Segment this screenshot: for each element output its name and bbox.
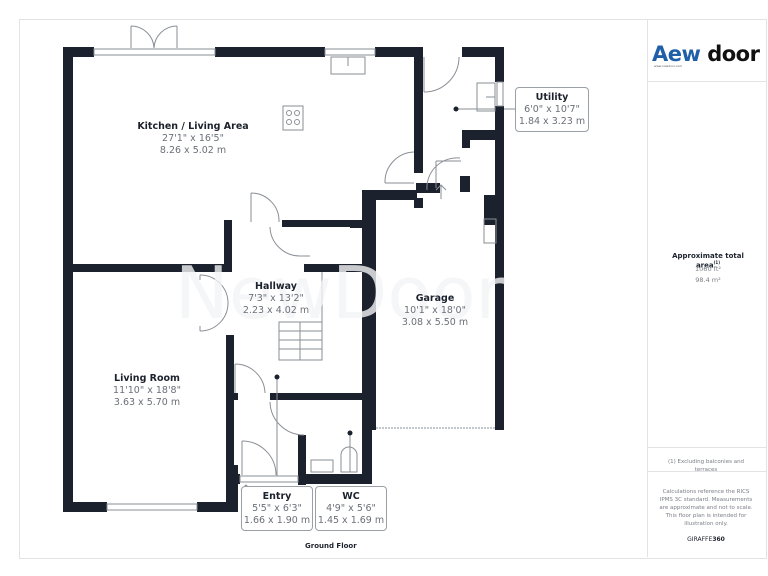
footnote: (1) Excluding balconies and terraces [667,459,745,473]
room-imperial: 27'1" x 16'5" [162,133,224,144]
room-imperial: 5'5" x 6'3" [252,503,302,514]
room-name: Hallway [255,281,297,292]
brand-a: GIRAFFE [687,536,713,543]
room-label-kitchen: Kitchen / Living Area 27'1" x 16'5" 8.26… [137,120,248,157]
room-label-wc: WC 4'9" x 5'6" 1.45 x 1.69 m [315,486,387,531]
footnote-mark: (1) [713,260,721,265]
room-name: Utility [535,92,569,103]
room-metric: 8.26 x 5.02 m [159,145,227,156]
brand-b: 360 [712,536,725,543]
disclaimer: Calculations reference the RICS IPMS 3C … [659,489,753,527]
room-name: WC [342,491,360,502]
floor-label: Ground Floor [305,542,357,550]
room-metric: 1.45 x 1.69 m [317,515,385,526]
room-metric: 1.66 x 1.90 m [243,515,311,526]
room-metric: 2.23 x 4.02 m [242,305,310,316]
giraffe360-brand: GIRAFFE360 [656,536,756,543]
room-imperial: 6'0" x 10'7" [524,104,580,115]
room-imperial: 10'1" x 18'0" [404,305,466,316]
logo-brand-a: Aew [652,42,701,66]
divider [648,447,766,448]
room-imperial: 4'9" x 5'6" [326,503,376,514]
room-imperial: 11'10" x 18'8" [113,385,181,396]
area-sqm: 98.4 m² [695,276,721,284]
room-name: Garage [415,293,455,304]
room-label-living-room: Living Room 11'10" x 18'8" 3.63 x 5.70 m [113,372,181,409]
room-label-entry: Entry 5'5" x 6'3" 1.66 x 1.90 m [241,486,313,531]
area-title-text: Approximate total area [672,252,744,270]
room-imperial: 7'3" x 13'2" [248,293,304,304]
room-metric: 1.84 x 3.23 m [518,116,586,127]
area-title: Approximate total area(1) [660,252,756,269]
room-label-hallway: Hallway 7'3" x 13'2" 2.23 x 4.02 m [243,280,309,317]
logo-brand-b: door [700,42,760,66]
area-sqft: 1060 ft² [695,265,721,273]
floor-plan-frame [19,19,767,559]
company-logo: Aew door [652,42,760,66]
divider [648,471,766,472]
room-metric: 3.63 x 5.70 m [113,397,181,408]
room-label-garage: Garage 10'1" x 18'0" 3.08 x 5.50 m [402,292,468,329]
room-name: Kitchen / Living Area [137,121,249,132]
info-sidebar [647,19,766,557]
divider [648,81,766,82]
logo-subtext: www.newdoor.com [654,64,683,68]
watermark: NewDoor [175,251,506,335]
room-name: Entry [262,491,292,502]
room-name: Living Room [114,373,180,384]
room-metric: 3.08 x 5.50 m [401,317,469,328]
room-label-utility: Utility 6'0" x 10'7" 1.84 x 3.23 m [515,87,589,132]
